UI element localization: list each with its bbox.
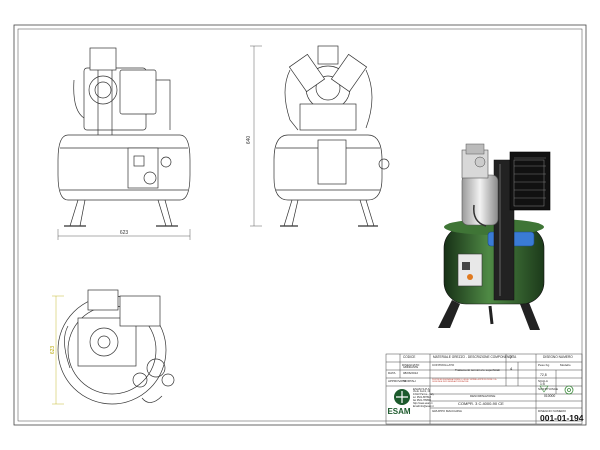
company-name: ESAM S.P.A. xyxy=(413,386,431,391)
esam-logo xyxy=(394,389,410,405)
top-view xyxy=(52,289,175,405)
header-approvato: APPROVATO xyxy=(388,378,407,383)
side-height-dimension: 640 xyxy=(246,136,252,145)
company-tel: tel. 0521-887812 xyxy=(413,396,431,399)
header-disegno-numero: DISEGNO NUMERO xyxy=(543,354,573,359)
header-qta: Q.TA xyxy=(509,354,517,359)
value-approver: MORTALI xyxy=(403,378,417,383)
front-view xyxy=(57,47,191,240)
drawing-number: 001-01-194 xyxy=(540,412,584,423)
top-depth-dimension: 623 xyxy=(50,346,56,355)
company-fax: fax 0521-789666 xyxy=(413,399,431,402)
header-materiale: MATERIALE GREZZO - DESCRIZIONE COMPONENT… xyxy=(433,354,514,359)
header-scala: SCALA xyxy=(538,378,548,383)
header-modello: Modello xyxy=(560,362,571,367)
header-denominazione: DENOMINAZIONE xyxy=(470,394,496,398)
header-controllato: CONTROLLATO xyxy=(432,362,455,367)
value-weight: 72,8 xyxy=(540,373,547,377)
company-address: Via E. Fermi, 19 xyxy=(413,390,431,393)
value-designer: GBINDANTE xyxy=(403,366,419,369)
side-view xyxy=(250,45,390,227)
header-gruppo: GRUPPO MACCHINA xyxy=(432,408,462,413)
triangle-mark-icon xyxy=(539,385,549,393)
header-disegno-numero-2: DISEGNO NUMERO xyxy=(538,408,567,413)
value-scale: 1:5 xyxy=(540,382,545,386)
value-denomination: COMPR. 3 C.4000-90 CE xyxy=(458,401,504,406)
compressor-3d-render xyxy=(438,143,551,330)
value-replaces: 010000 xyxy=(544,394,556,398)
company-web: http://www.esam.it xyxy=(413,402,433,405)
company-city: 43122 Parma - Italy xyxy=(413,393,434,396)
front-width-dimension: 623 xyxy=(120,230,129,236)
logo-text: ESAM xyxy=(387,407,410,416)
header-disegnato: DISEGNATO xyxy=(402,362,420,367)
header-peso: Peso Kg xyxy=(538,362,550,367)
header-sostituisce: SOSTITUISCE xyxy=(538,386,559,391)
value-date: 08/06/2012 xyxy=(403,370,419,375)
title-block-grid xyxy=(385,353,583,425)
header-codice: CODICE xyxy=(403,354,416,359)
company-email: Email:info@esam.it xyxy=(413,405,434,408)
value-flag: 4 xyxy=(510,366,513,371)
legal-note: PROPRIETA' RISERVATA A TERMINI DI LEGGE.… xyxy=(432,379,497,383)
sheet-border xyxy=(13,24,587,426)
model-icon xyxy=(564,385,574,395)
header-data: DATA xyxy=(388,370,396,375)
header-trattamenti: Trattamenti termici e/o superficiali xyxy=(455,368,500,372)
